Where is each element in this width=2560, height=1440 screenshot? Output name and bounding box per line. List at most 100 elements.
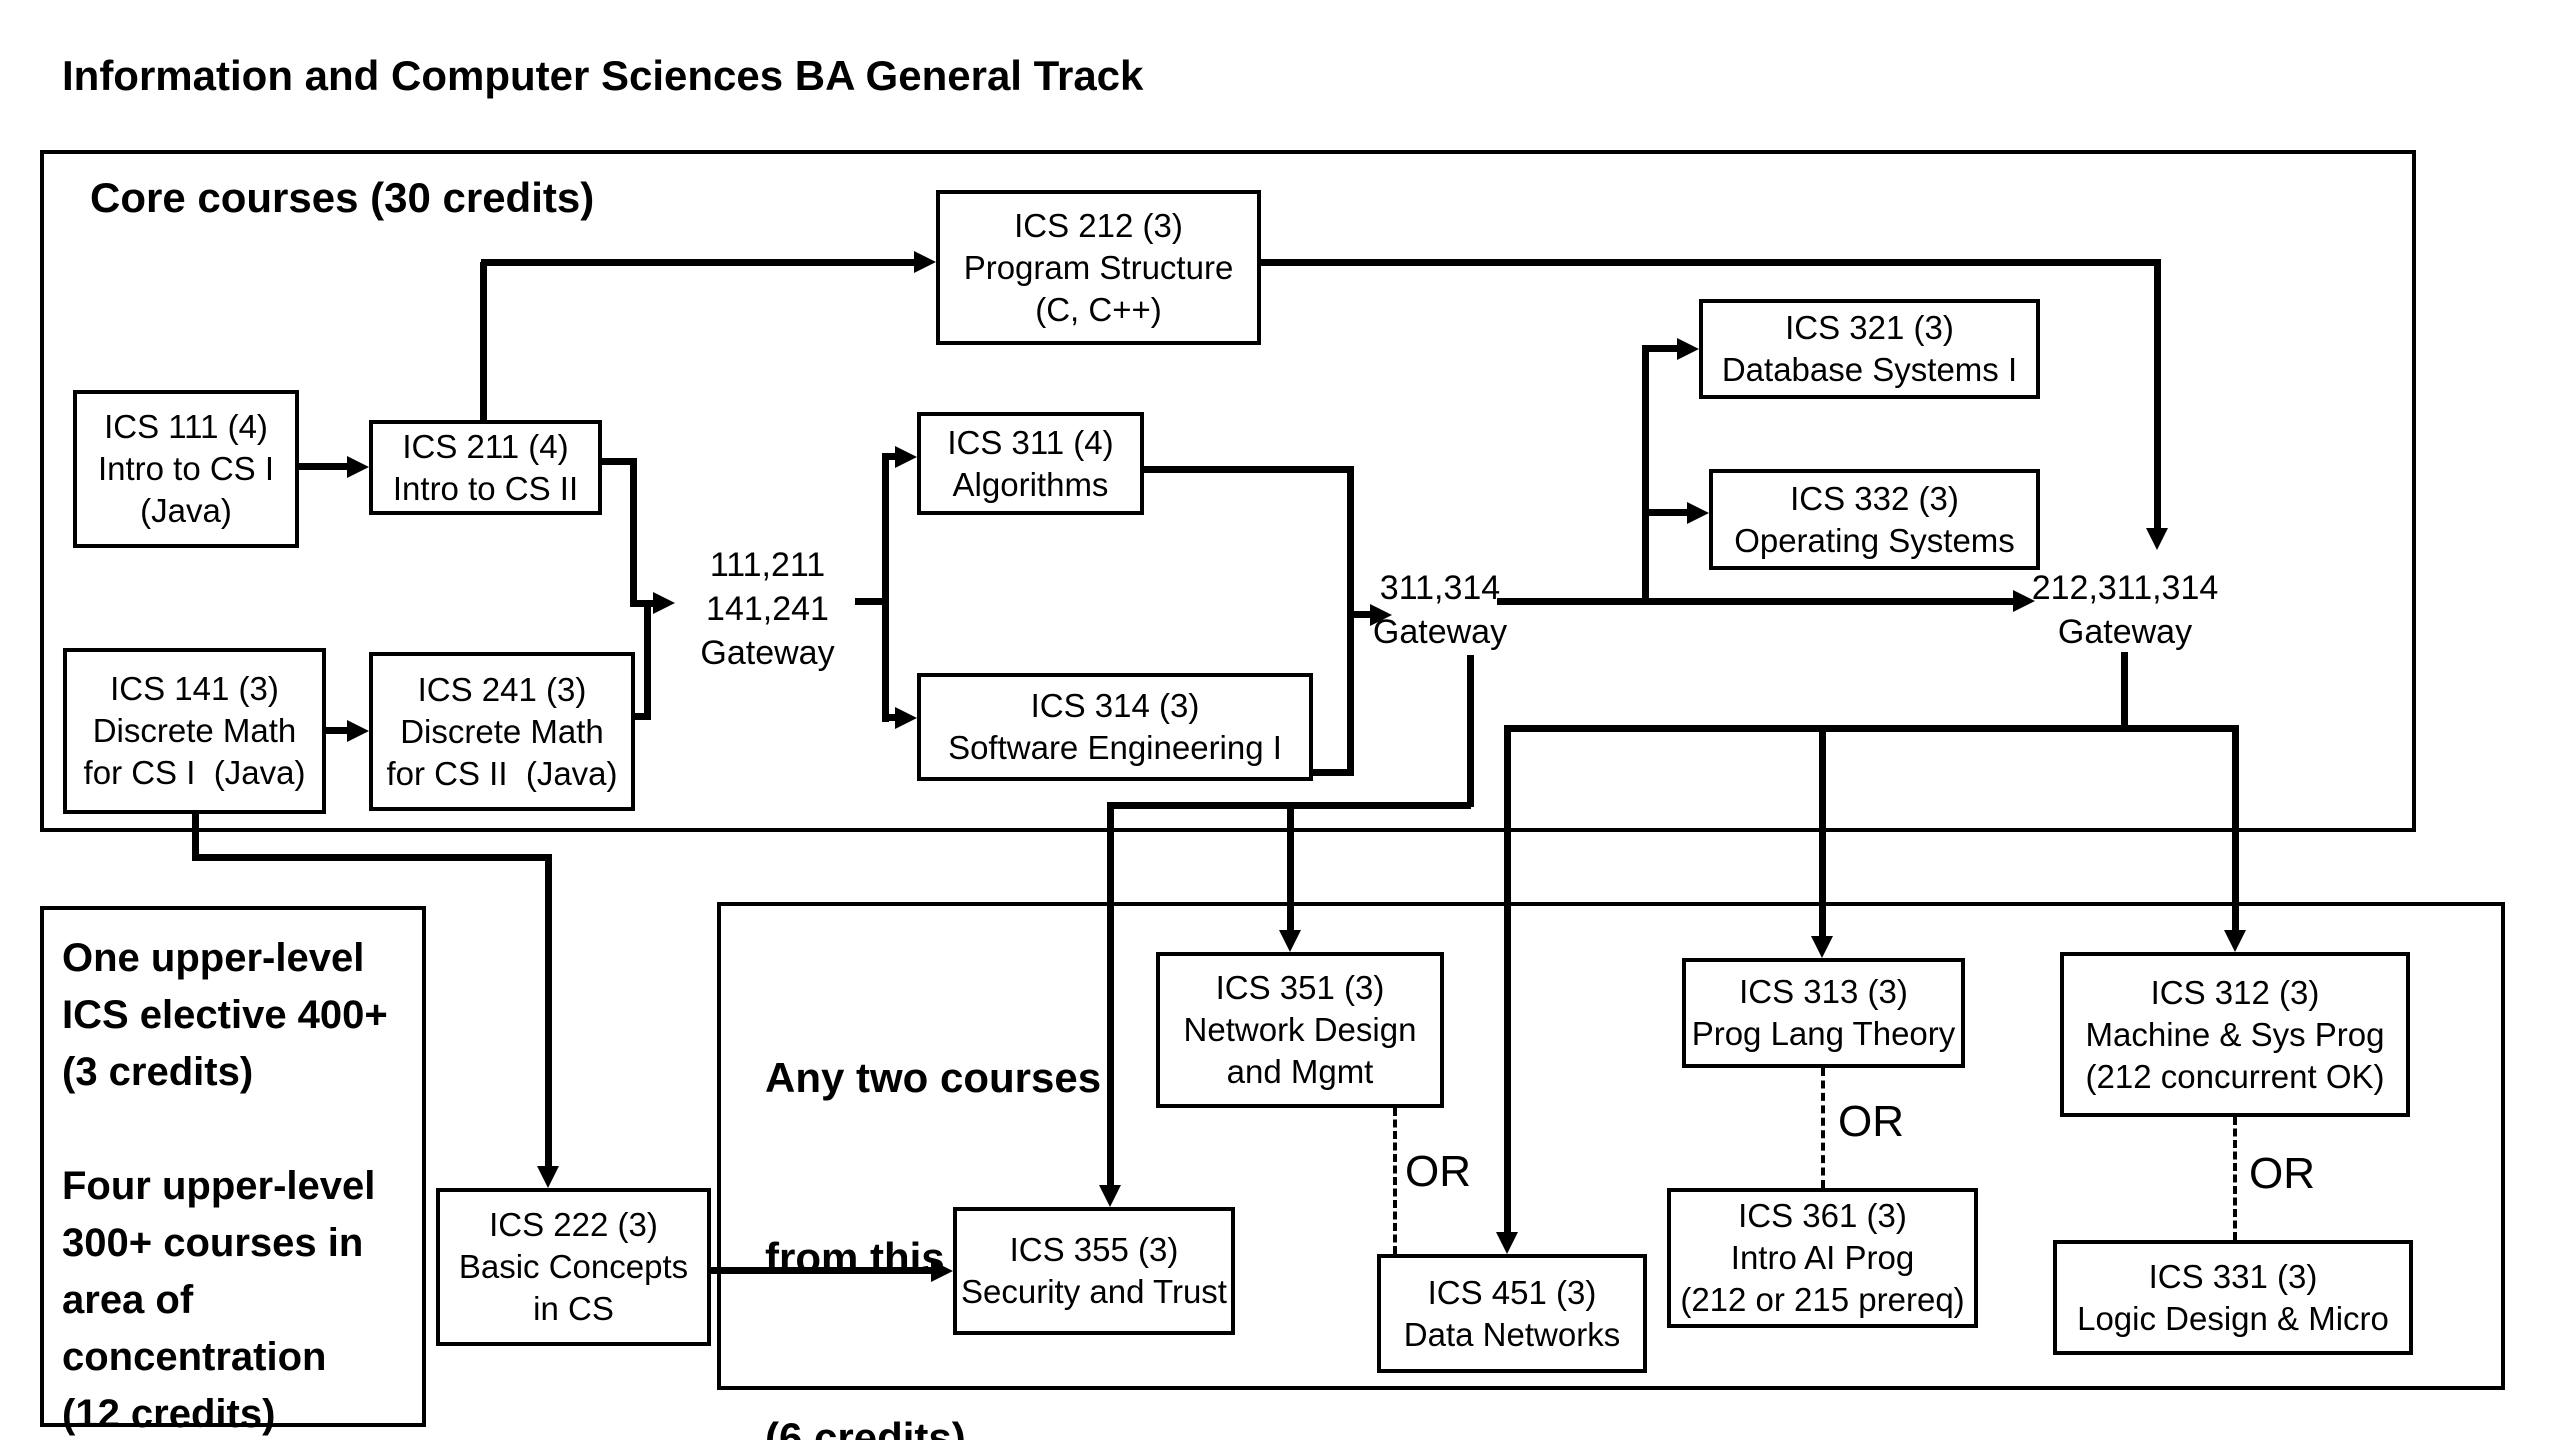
edge-311-to-gateway2-horizontal [1144,466,1354,473]
edge-241-to-gateway1-horizontal [635,713,651,720]
any-two-line: Any two courses [765,1054,1102,1101]
arrowhead-into-332 [1687,502,1709,524]
course-line: Operating Systems [1734,521,2015,559]
dashed-link-313-361 [1821,1068,1825,1188]
course-line: Security and Trust [961,1273,1227,1310]
core-courses-label: Core courses (30 credits) [90,174,595,221]
course-line: ICS 241 (3) [417,670,587,708]
course-line: Intro AI Prog [1730,1239,1915,1276]
course-ics111: ICS 111 (4) Intro to CS I (Java) [73,390,299,548]
elective-line: (12 credits) [62,1392,276,1436]
edge-212-to-gateway3-horizontal [1261,259,2161,266]
course-line: Machine & Sys Prog [2085,1015,2385,1053]
edge-141-to-241 [326,727,349,734]
course-line: Database Systems I [1721,351,2018,388]
elective-line: ICS elective 400+ [62,993,388,1037]
elective-line: area of [62,1278,194,1322]
course-line: (C, C++) [1035,290,1162,328]
edge-gateway1-to-311-stub [882,453,899,460]
elective-line: One upper-level [62,936,365,980]
edge-gateway3-to-451-vertical [1504,725,1511,1236]
arrowhead-into-451 [1496,1232,1518,1254]
course-line: Intro to CS I [97,450,275,487]
edge-141-to-222-vertical2 [545,854,552,1170]
arrowhead-into-355-left [931,1260,953,1282]
course-line: ICS 111 (4) [104,408,268,445]
arrowhead-into-351 [1279,930,1301,952]
elective-line [62,1101,388,1158]
course-line: Intro to CS II [392,469,579,507]
arrowhead-111-to-211 [347,456,369,478]
edge-211-to-212-vertical [480,262,487,420]
course-line: in CS [533,1290,614,1327]
course-line: for CS I (Java) [83,754,306,791]
course-line: ICS 451 (3) [1427,1273,1597,1311]
course-line: ICS 311 (4) [947,423,1114,461]
edge-141-to-222-horizontal [192,854,549,861]
course-line: Algorithms [952,465,1109,503]
course-ics331: ICS 331 (3) Logic Design & Micro [2053,1240,2413,1355]
course-line: ICS 351 (3) [1215,969,1385,1006]
edge-141-to-222-vertical1 [192,814,199,858]
course-ics314: ICS 314 (3) Software Engineering I [917,673,1313,781]
edge-314-to-gateway2-horizontal [1313,769,1354,776]
arrowhead-into-314 [895,707,917,729]
course-line: ICS 355 (3) [1009,1231,1179,1268]
course-line: ICS 331 (3) [2148,1257,2318,1295]
edge-211-to-gateway1-horizontal [602,458,637,465]
arrowhead-into-355-top [1099,1185,1121,1207]
course-ics351: ICS 351 (3) Network Design and Mgmt [1156,952,1444,1108]
upper-level-electives-box [40,906,426,1427]
edge-branch-vertical-321-332 [1642,346,1649,605]
dashed-link-351-451 [1393,1108,1397,1254]
course-ics312: ICS 312 (3) Machine & Sys Prog (212 conc… [2060,952,2410,1117]
arrowhead-into-311 [895,446,917,468]
course-ics451: ICS 451 (3) Data Networks [1377,1254,1647,1373]
course-line: ICS 211 (4) [402,427,569,465]
arrowhead-into-313 [1811,936,1833,958]
edge-gateway3-down-horizontal [1504,725,2239,732]
gateway-line: Gateway [700,634,835,672]
course-ics311: ICS 311 (4) Algorithms [917,412,1144,515]
course-line: and Mgmt [1226,1053,1374,1090]
dashed-link-312-331 [2233,1117,2237,1240]
edge-gateway1-arrow-stub [630,600,656,607]
edge-211-to-gateway1-vertical [630,458,637,607]
course-line: (212 or 215 prereq) [1680,1281,1965,1318]
edge-212-to-gateway3-vertical [2154,263,2161,530]
elective-line: Four upper-level [62,1164,376,1208]
edge-branch-to-321 [1642,345,1681,352]
course-line: ICS 313 (3) [1739,973,1908,1010]
edge-gateway2-arrow-stub [1347,611,1374,618]
course-line: ICS 361 (3) [1738,1197,1907,1234]
course-line: Network Design [1183,1011,1417,1048]
course-ics332: ICS 332 (3) Operating Systems [1709,469,2040,570]
upper-level-electives-text: One upper-level ICS elective 400+ (3 cre… [62,930,388,1440]
course-line: ICS 312 (3) [2150,973,2320,1011]
or-label-313-361: OR [1838,1097,1904,1146]
gateway-111-211-141-241: 111,211 141,241 Gateway [685,543,850,675]
gateway-line: 212,311,314 [2031,569,2219,607]
arrowhead-212-to-gateway3 [2146,528,2168,550]
elective-line: concentration [62,1335,327,1379]
gateway-line: Gateway [1372,613,1508,651]
course-line: Discrete Math [92,712,297,749]
edge-gateway2-down-vertical [1467,655,1474,807]
course-line: (212 concurrent OK) [2085,1057,2385,1095]
course-line: ICS 314 (3) [1030,687,1200,724]
course-line: ICS 212 (3) [1014,206,1183,244]
gateway-line: 111,211 [709,546,826,584]
course-ics321: ICS 321 (3) Database Systems I [1699,299,2040,399]
arrowhead-into-gateway3 [2013,590,2035,612]
edge-gateway2-to-355-vertical [1107,802,1114,1190]
arrowhead-into-gateway2 [1370,604,1392,626]
elective-line: (3 credits) [62,1050,254,1094]
course-ics211: ICS 211 (4) Intro to CS II [369,420,602,515]
edge-gateway3-to-313-vertical [1819,725,1826,940]
edge-111-to-211 [299,463,349,470]
edge-gateway1-split-vertical [882,454,889,722]
course-line: Basic Concepts [458,1248,689,1285]
course-line: ICS 332 (3) [1790,479,1959,517]
course-line: Data Networks [1403,1315,1621,1353]
